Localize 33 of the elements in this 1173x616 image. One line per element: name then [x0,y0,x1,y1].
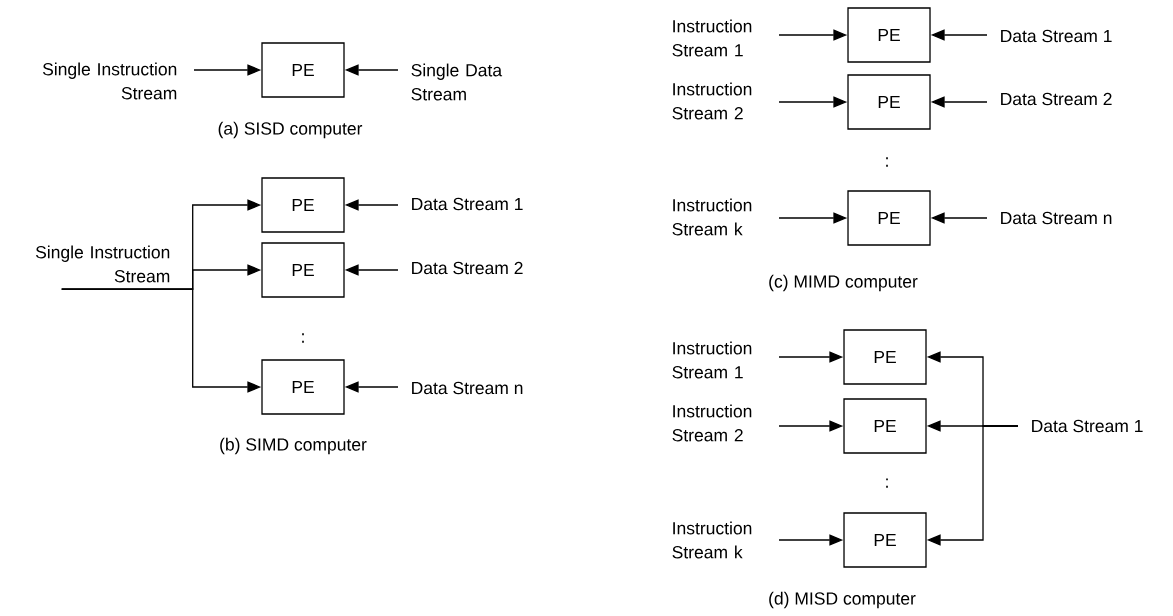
pe-box: PE [847,190,931,246]
stream-label: Single Instruction Stream [35,245,170,283]
stream-label: Instruction Stream 1 [672,341,752,379]
pe-box: PE [847,7,931,63]
stream-label: Instruction Stream k [672,521,752,559]
pe-box: PE [843,329,927,385]
stream-label: Data Stream 2 [1001,92,1112,106]
caption: (d) MISD computer [769,591,916,609]
ellipsis-dots: : [302,333,304,343]
stream-label: Data Stream 1 [412,197,523,211]
pe-box: PE [847,74,931,130]
pe-box: PE [843,512,927,568]
ellipsis-dots: : [886,478,888,488]
stream-label: Instruction Stream 2 [672,404,752,442]
pe-box: PE [843,398,927,454]
stream-label: Single Instruction Stream [42,62,177,100]
stream-label: Data Stream 2 [412,261,523,275]
caption: (a) SISD computer [218,121,363,139]
pe-box: PE [261,359,345,415]
stream-label: Instruction Stream 2 [672,82,752,120]
stream-label: Instruction Stream k [672,198,752,236]
pe-box: PE [261,177,345,233]
stream-label: Data Stream 1 [1001,29,1112,43]
pe-box: PE [261,42,345,98]
caption: (c) MIMD computer [769,274,918,292]
pe-box: PE [261,242,345,298]
stream-label: Data Stream 1 [1032,419,1143,433]
stream-label: Single Data Stream [411,63,503,101]
stream-label: Data Stream n [412,381,523,395]
caption: (b) SIMD computer [220,437,367,455]
ellipsis-dots: : [886,157,888,167]
stream-label: Data Stream n [1001,211,1112,225]
stream-label: Instruction Stream 1 [672,19,752,57]
